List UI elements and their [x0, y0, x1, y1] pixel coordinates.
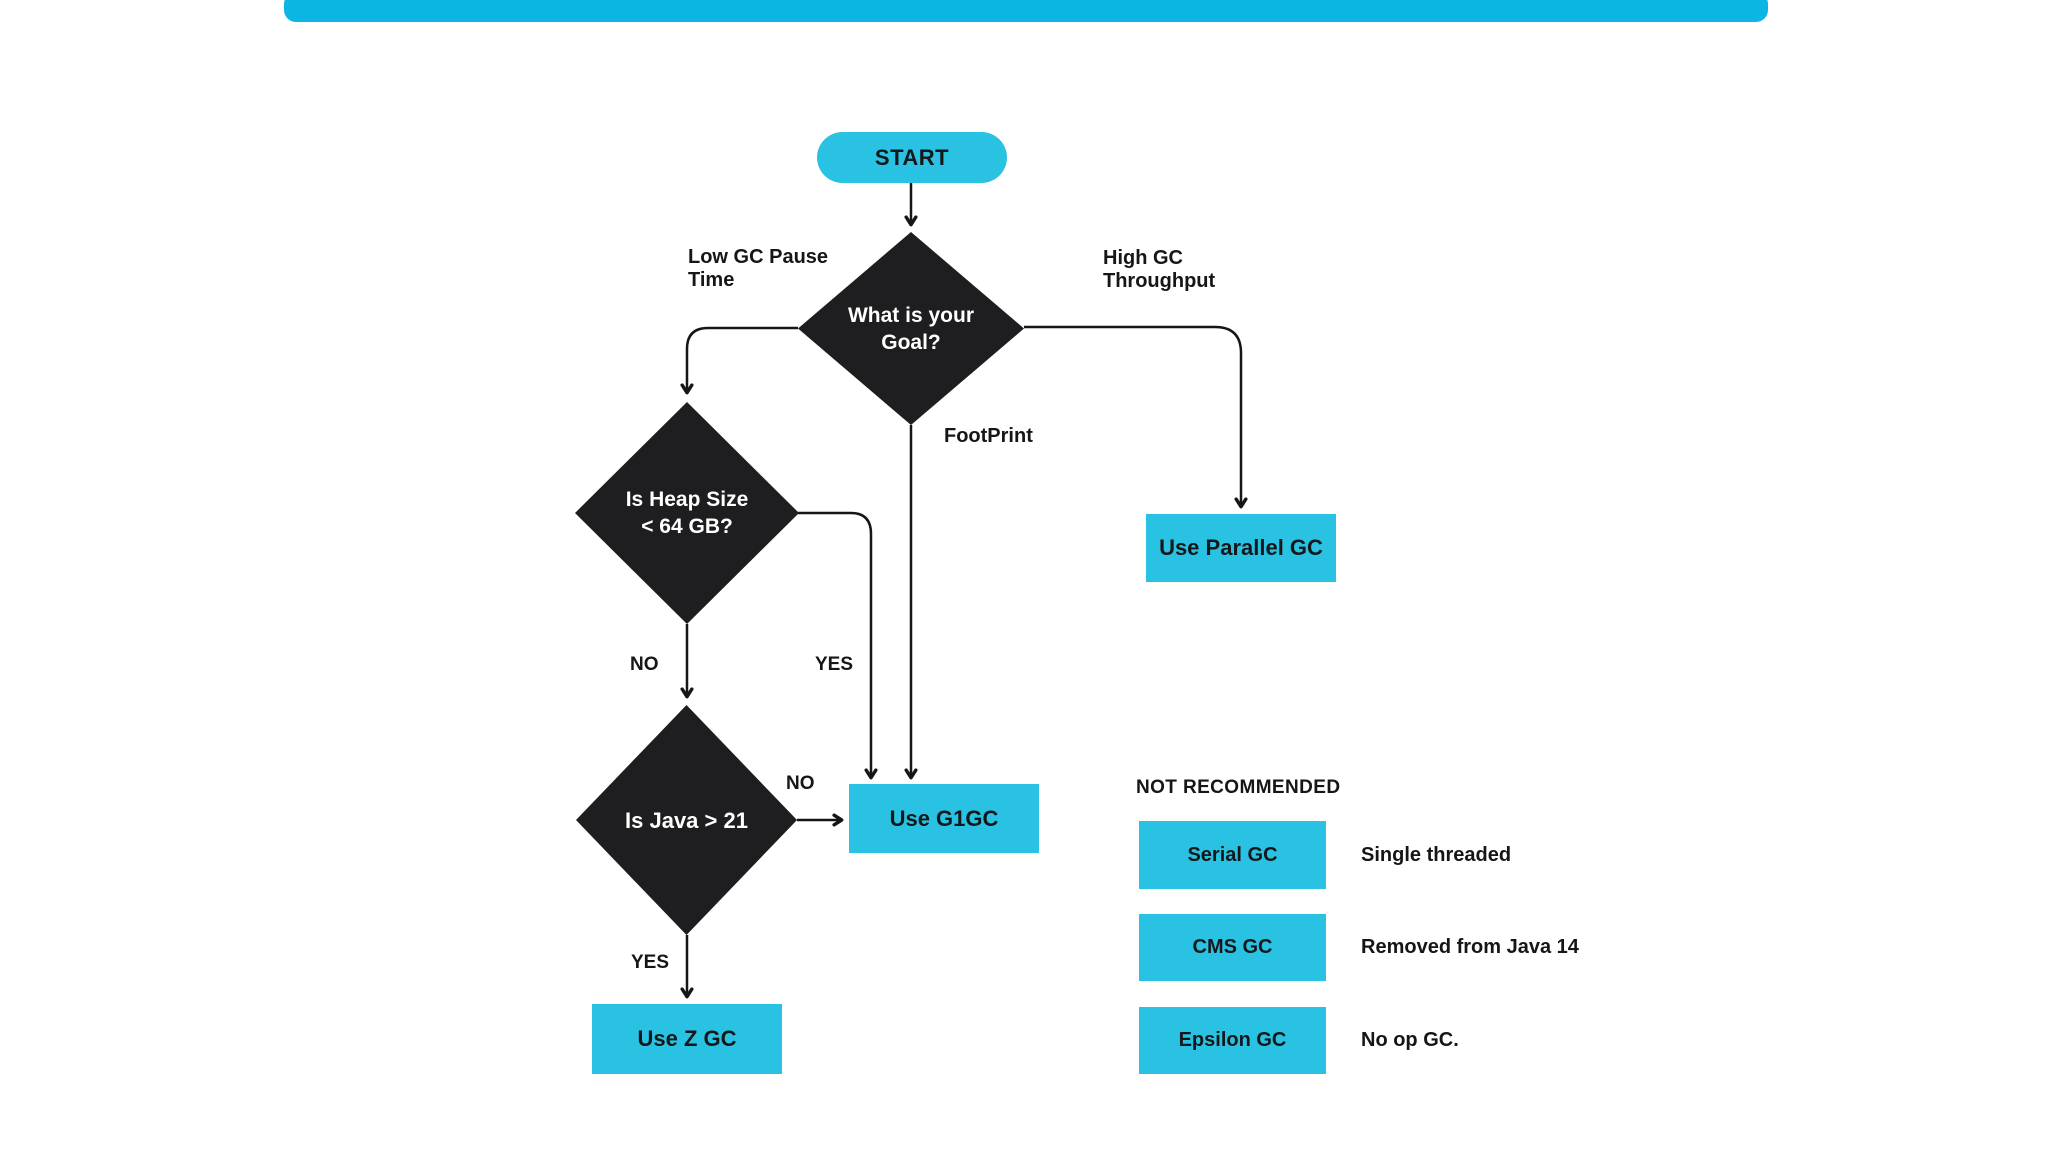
result-g1gc-label: Use G1GC [889, 805, 999, 831]
edge-label-java-yes: YES [631, 952, 670, 973]
decision-heap-line1: Is Heap Size [625, 488, 749, 511]
result-g1gc: Use G1GC [849, 784, 1039, 853]
cms-gc-note: Removed from Java 14 [1361, 936, 1579, 958]
not-recommended-title: NOT RECOMMENDED [1136, 777, 1341, 798]
edge-label-heap-no: NO [630, 654, 659, 675]
low-pause-line2: Time [688, 269, 735, 291]
serial-gc-note: Single threaded [1361, 844, 1512, 866]
result-zgc-label: Use Z GC [637, 1026, 737, 1051]
epsilon-gc-note: No op GC. [1361, 1029, 1459, 1051]
edge-goal-to-heap [680, 326, 798, 395]
decision-goal-line1: What is your [847, 303, 974, 327]
decision-java-label: Is Java > 21 [625, 807, 748, 833]
high-throughput-line2: Throughput [1103, 270, 1216, 292]
edge-label-low-gc-pause-time: Low GC Pause Time [688, 246, 828, 292]
start-node: START [817, 132, 1007, 183]
result-parallel-label: Use Parallel GC [1159, 535, 1323, 560]
edge-label-high-gc-throughput: High GC Throughput [1103, 247, 1215, 293]
edge-goal-to-parallel [1024, 325, 1248, 509]
not-recommended-epsilon-gc: Epsilon GC [1139, 1007, 1326, 1074]
top-accent-bar [284, 0, 1768, 22]
result-zgc: Use Z GC [592, 1004, 782, 1074]
result-parallel-gc: Use Parallel GC [1146, 514, 1336, 582]
start-label: START [874, 144, 950, 170]
decision-heap-line2: < 64 GB? [641, 515, 733, 538]
edge-heap-yes-to-g1gc [798, 511, 878, 780]
serial-gc-label: Serial GC [1187, 843, 1278, 866]
not-recommended-cms-gc: CMS GC [1139, 914, 1326, 981]
not-recommended-serial-gc: Serial GC [1139, 821, 1326, 889]
edge-label-java-no: NO [786, 773, 815, 794]
epsilon-gc-label: Epsilon GC [1178, 1029, 1287, 1051]
edge-label-heap-yes: YES [815, 654, 854, 675]
high-throughput-line1: High GC [1103, 247, 1183, 269]
decision-goal-line2: Goal? [881, 330, 941, 354]
edge-label-footprint: FootPrint [944, 425, 1033, 447]
low-pause-line1: Low GC Pause [688, 246, 829, 268]
cms-gc-label: CMS GC [1192, 936, 1273, 958]
